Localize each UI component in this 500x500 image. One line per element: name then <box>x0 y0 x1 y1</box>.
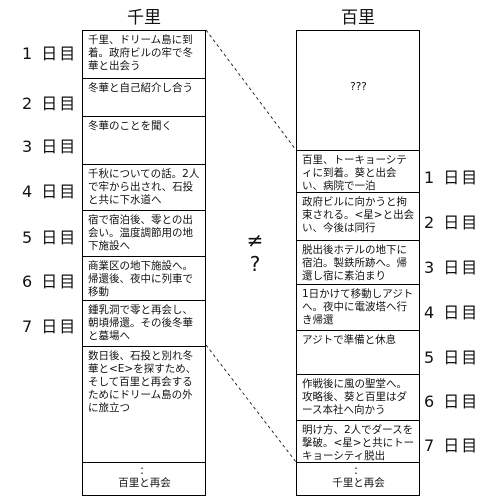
left-day-label-2: 2 日目 <box>22 94 78 113</box>
not-equal-symbol: ≠ <box>246 228 264 252</box>
left-cell-day6: 商業区の地下施設へ。帰還後、夜中に列車で移動 <box>83 257 205 301</box>
question-mark: ? <box>249 252 261 276</box>
connector-top-line <box>205 29 297 151</box>
left-day-label-3: 3 日目 <box>22 137 78 156</box>
left-cell-day4: 千秋についての話。2人で牢から出され、石投と共に下水道へ <box>83 165 205 211</box>
left-footer-ellipsis: ： <box>139 466 150 477</box>
right-footer-text: 千里と再会 <box>332 477 385 489</box>
right-cell-day7: 明け方、2人でダースを撃破。<星>と共にトーキョーシティ脱出 <box>297 421 419 463</box>
right-day-label-6: 6 日目 <box>424 392 480 411</box>
left-day-label-1: 1 日目 <box>22 44 78 63</box>
right-day-label-1: 1 日目 <box>424 168 480 187</box>
right-cell-day4: 1日かけて移動しアジトへ。夜中に電波塔へ行き帰還 <box>297 285 419 331</box>
right-day-label-2: 2 日目 <box>424 213 480 232</box>
right-day-label-4: 4 日目 <box>424 303 480 322</box>
left-cell-after: 数日後、石投と別れ冬華と<E>を探すため、そして百里と再会するためにドリーム島の… <box>83 347 205 463</box>
left-timeline-column: 千里、ドリーム島に到着。政府ビルの牢で冬華と出会う 冬華と自己紹介し合う 冬華の… <box>82 30 206 496</box>
right-cell-day5: アジトで準備と休息 <box>297 331 419 375</box>
left-cell-day1: 千里、ドリーム島に到着。政府ビルの牢で冬華と出会う <box>83 31 205 79</box>
left-day-label-4: 4 日目 <box>22 182 78 201</box>
right-footer-cell: ： 千里と再会 <box>297 463 419 497</box>
right-day-label-3: 3 日目 <box>424 258 480 277</box>
right-column-title: 百里 <box>341 8 375 28</box>
left-cell-day5: 宿で宿泊後、零との出会い。温度調節用の地下施設へ <box>83 211 205 257</box>
right-cell-day2: 政府ビルに向かうと拘束される。<星>と出会い、今後は同行 <box>297 193 419 241</box>
right-cell-day1: 百里、トーキョーシティに到着。葵と出会い、病院で一泊 <box>297 151 419 193</box>
left-day-label-6: 6 日目 <box>22 272 78 291</box>
right-day-label-5: 5 日目 <box>424 348 480 367</box>
connector-bottom-line <box>205 344 297 463</box>
left-day-label-7: 7 日目 <box>22 317 78 336</box>
left-cell-day3: 冬華のことを聞く <box>83 117 205 165</box>
left-footer-text: 百里と再会 <box>118 477 171 489</box>
right-footer-ellipsis: ： <box>353 466 364 477</box>
left-day-label-5: 5 日目 <box>22 228 78 247</box>
right-day-label-7: 7 日目 <box>424 436 480 455</box>
left-footer-cell: ： 百里と再会 <box>83 463 205 497</box>
left-column-title: 千里 <box>127 8 161 28</box>
right-timeline-column: ??? 百里、トーキョーシティに到着。葵と出会い、病院で一泊 政府ビルに向かうと… <box>296 30 420 496</box>
left-cell-day7: 鍾乳洞で零と再会し、朝頃帰還。その後冬華と墓場へ <box>83 301 205 347</box>
right-cell-day3: 脱出後ホテルの地下に宿泊。製鉄所跡へ。帰還し宿に素泊まり <box>297 241 419 285</box>
not-equal-marker: ≠ ? <box>240 228 270 276</box>
right-cell-unknown: ??? <box>297 31 419 151</box>
right-cell-day6: 作戦後に風の聖堂へ。攻略後、葵と百里はダース本社へ向かう <box>297 375 419 421</box>
left-cell-day2: 冬華と自己紹介し合う <box>83 79 205 117</box>
